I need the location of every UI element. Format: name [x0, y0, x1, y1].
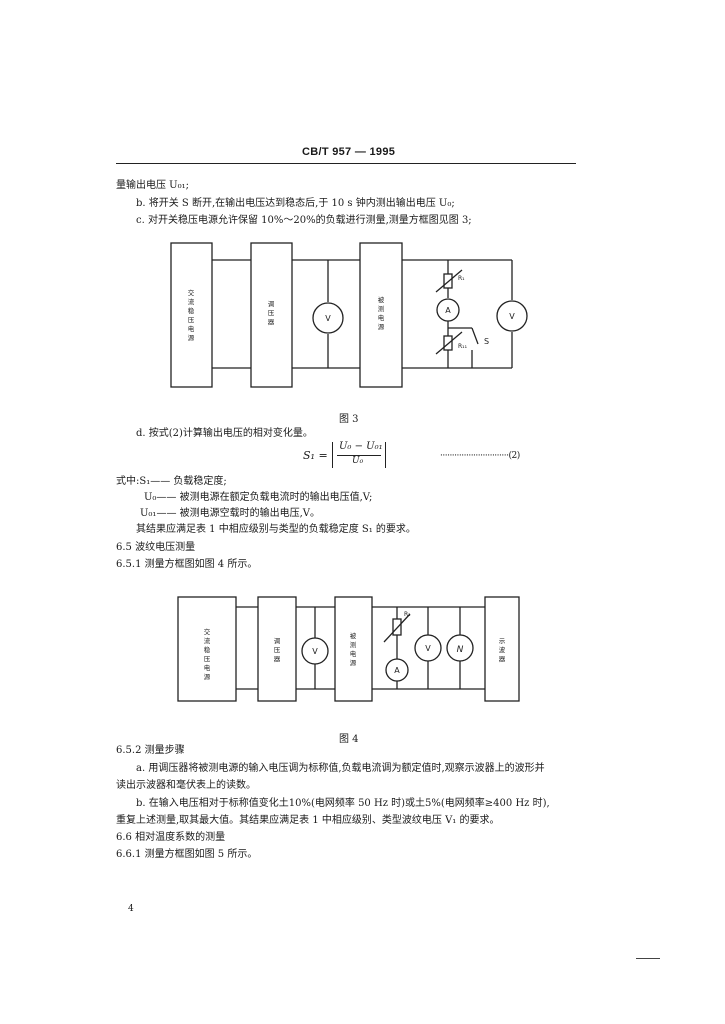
header-rule [116, 163, 576, 164]
text-line: 式中:S₁—— 负载稳定度; [116, 476, 227, 487]
load-resistor-label: R₁ [404, 611, 411, 618]
regulator-block [257, 596, 297, 702]
text-line: 读出示波器和毫伏表上的读数。 [116, 780, 256, 791]
switch-label: S [484, 337, 489, 346]
figure-4-caption: 图 4 [339, 734, 359, 745]
ac-source-label: 交流稳压电源 [188, 288, 195, 342]
figure-3-diagram: 交流稳压电源 调压器 被测电源 V A V R₁ R₁₁ S [170, 242, 528, 388]
voltmeter-symbol: V [325, 314, 331, 323]
text-line: d. 按式(2)计算输出电压的相对变化量。 [136, 428, 313, 439]
ac-source-block [170, 242, 213, 388]
text-line: U₀₁—— 被测电源空载时的输出电压,V。 [140, 508, 321, 519]
oscilloscope-label: 示波器 [499, 637, 506, 663]
dut-block [334, 596, 373, 702]
section-heading: 6.5 波纹电压测量 [116, 542, 196, 553]
dut-label: 被测电源 [350, 631, 357, 667]
formula-lhs: S₁ = [303, 449, 328, 462]
section-heading: 6.5.2 测量步骤 [116, 745, 185, 756]
ammeter-symbol: A [394, 666, 400, 675]
dut-block [359, 242, 403, 388]
text-line: c. 对开关稳压电源允许保留 10%～20%的负载进行测量,测量方框图见图 3; [136, 215, 472, 226]
equation-number: ·····························(2) [440, 451, 520, 461]
millivoltmeter-symbol: V [425, 644, 431, 653]
regulator-label: 调压器 [274, 636, 281, 663]
formula-numerator: U₀ − U₀₁ [339, 441, 383, 452]
abs-bar-left [332, 442, 333, 468]
voltmeter-symbol-2: V [509, 312, 515, 321]
text-line: b. 将开关 S 断开,在输出电压达到稳态后,于 10 s 钟内测出输出电压 U… [136, 198, 455, 209]
formula: S₁ = U₀ − U₀₁ U₀ [303, 441, 393, 470]
dut-label: 被测电源 [378, 295, 385, 331]
oscilloscope-block [484, 596, 520, 702]
figure-4-diagram: 交流稳压电源 调压器 被测电源 示波器 V A V N R₁ [177, 596, 520, 702]
text-line: 量输出电压 U₀₁; [116, 180, 189, 191]
margin-mark [636, 958, 660, 959]
page-number: 4 [128, 904, 134, 914]
text-line: 其结果应满足表 1 中相应级别与类型的负载稳定度 S₁ 的要求。 [136, 524, 416, 535]
ammeter-symbol: A [445, 306, 451, 315]
text-line: b. 在输入电压相对于标称值变化土10%(电网频率 50 Hz 时)或土5%(电… [136, 798, 550, 809]
text-line: U₀—— 被测电源在额定负载电流时的输出电压值,V; [144, 492, 373, 503]
text-line: 6.6.1 测量方框图如图 5 所示。 [116, 849, 258, 860]
regulator-block [250, 242, 293, 388]
voltmeter-symbol: V [312, 647, 318, 656]
standard-number: CB/T 957 — 1995 [302, 146, 396, 158]
figure-3-caption: 图 3 [339, 414, 359, 425]
load-resistor-label: R₁ [458, 275, 465, 282]
regulator-label: 调压器 [268, 299, 275, 326]
waveform-symbol: N [457, 645, 464, 655]
ac-source-block [177, 596, 237, 702]
text-line: 重复上述测量,取其最大值。其结果应满足表 1 中相应级别、类型波纹电压 V₁ 的… [116, 815, 500, 826]
formula-denominator: U₀ [352, 456, 364, 466]
load-resistor-label-2: R₁₁ [458, 343, 468, 350]
abs-bar-right [385, 442, 386, 468]
ac-source-label: 交流稳压电源 [204, 627, 211, 681]
text-line: a. 用调压器将被测电源的输入电压调为标称值,负载电流调为额定值时,观察示波器上… [136, 763, 545, 774]
fraction-bar [337, 455, 381, 456]
text-line: 6.5.1 测量方框图如图 4 所示。 [116, 559, 258, 570]
section-heading: 6.6 相对温度系数的测量 [116, 832, 226, 843]
